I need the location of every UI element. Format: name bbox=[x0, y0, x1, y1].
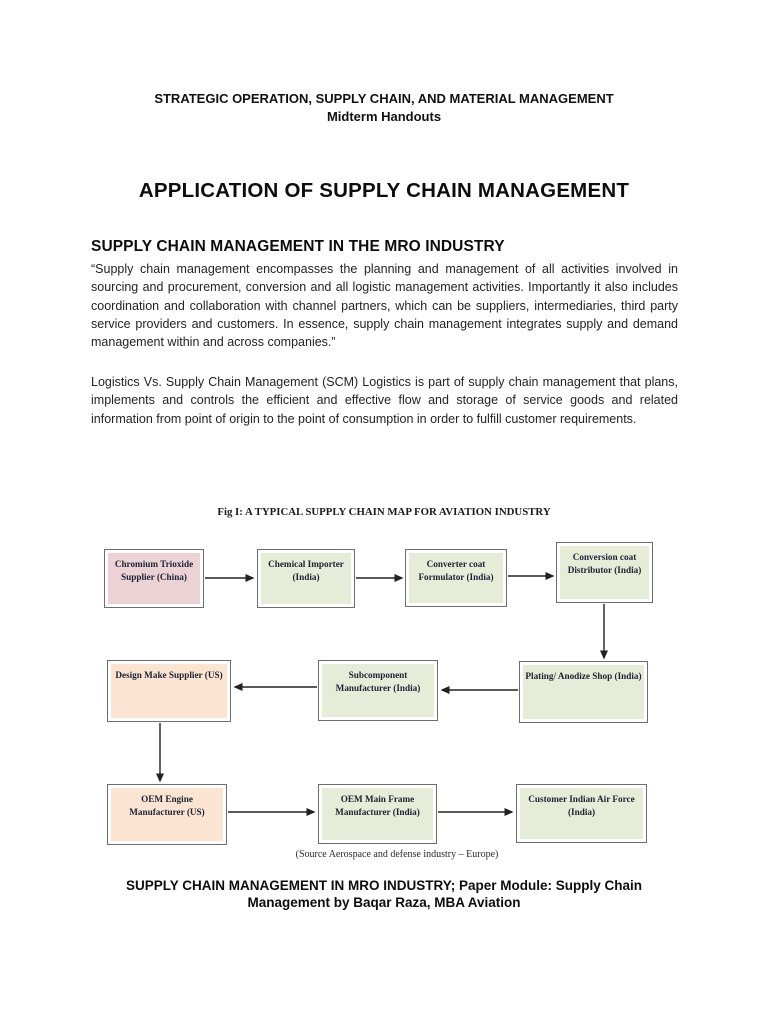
diagram-node: Design Make Supplier (US) bbox=[107, 660, 231, 722]
bottom-caption: SUPPLY CHAIN MANAGEMENT IN MRO INDUSTRY;… bbox=[125, 878, 643, 910]
diagram-node-label: Converter coat Formulator (India) bbox=[409, 553, 503, 603]
diagram-node-label: Plating/ Anodize Shop (India) bbox=[523, 665, 644, 719]
diagram-node-label: Conversion coat Distributor (India) bbox=[560, 546, 649, 599]
diagram-node: OEM Main Frame Manufacturer (India) bbox=[318, 784, 437, 844]
section-heading: SUPPLY CHAIN MANAGEMENT IN THE MRO INDUS… bbox=[91, 238, 505, 255]
diagram-node-label: Chromium Trioxide Supplier (China) bbox=[108, 553, 200, 604]
diagram-node-label: OEM Main Frame Manufacturer (India) bbox=[322, 788, 433, 840]
paragraph-logistics-vs-scm: Logistics Vs. Supply Chain Management (S… bbox=[91, 375, 678, 426]
diagram-node: Chromium Trioxide Supplier (China) bbox=[104, 549, 204, 608]
header-line1: STRATEGIC OPERATION, SUPPLY CHAIN, AND M… bbox=[154, 91, 614, 106]
document-header: STRATEGIC OPERATION, SUPPLY CHAIN, AND M… bbox=[0, 90, 768, 126]
diagram-node-label: Chemical Importer (India) bbox=[261, 553, 351, 604]
page-title: APPLICATION OF SUPPLY CHAIN MANAGEMENT bbox=[138, 179, 630, 202]
diagram-node: Customer Indian Air Force (India) bbox=[516, 784, 647, 843]
figure-source-note: (Source Aerospace and defense industry –… bbox=[295, 849, 499, 860]
diagram-node: OEM Engine Manufacturer (US) bbox=[107, 784, 227, 845]
diagram-node-label: OEM Engine Manufacturer (US) bbox=[111, 788, 223, 841]
diagram-node: Subcomponent Manufacturer (India) bbox=[318, 660, 438, 721]
diagram-node: Chemical Importer (India) bbox=[257, 549, 355, 608]
header-line2: Midterm Handouts bbox=[326, 109, 442, 124]
diagram-node: Converter coat Formulator (India) bbox=[405, 549, 507, 607]
diagram-node-label: Design Make Supplier (US) bbox=[111, 664, 227, 718]
figure-caption: Fig I: A TYPICAL SUPPLY CHAIN MAP FOR AV… bbox=[217, 506, 551, 518]
paragraph-scm-definition: “Supply chain management encompasses the… bbox=[91, 262, 678, 350]
diagram-node-label: Customer Indian Air Force (India) bbox=[520, 788, 643, 839]
diagram-node: Plating/ Anodize Shop (India) bbox=[519, 661, 648, 723]
diagram-node-label: Subcomponent Manufacturer (India) bbox=[322, 664, 434, 717]
diagram-node: Conversion coat Distributor (India) bbox=[556, 542, 653, 603]
